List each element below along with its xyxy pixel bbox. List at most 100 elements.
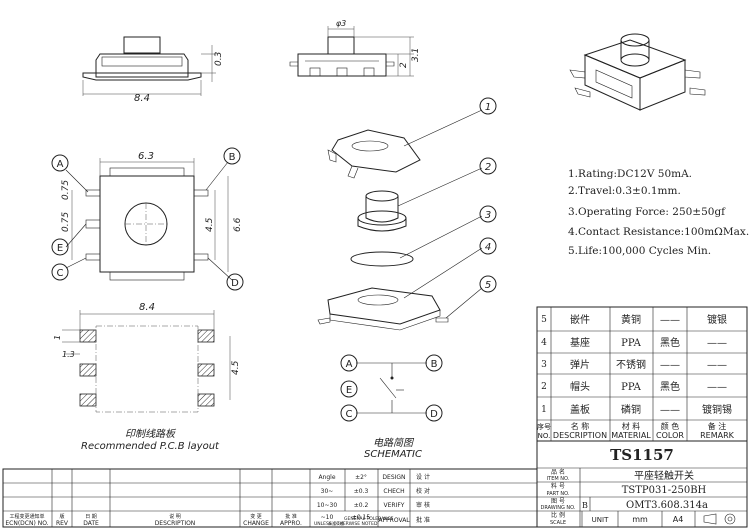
svg-text:5: 5 xyxy=(541,315,547,325)
svg-text:镀铜锡: 镀铜锡 xyxy=(702,403,732,416)
pcb-layout: 8.4 1 1.3 4.5 印制线路板 Recommended P.C.B la… xyxy=(53,302,241,452)
svg-text:1: 1 xyxy=(485,102,491,113)
tolerance-table: Angle ±2° 30~ ±0.3 10~30 ±0.2 ~10 ±0.15 … xyxy=(314,474,394,527)
svg-text:±2°: ±2° xyxy=(355,474,367,481)
isometric-view xyxy=(569,33,706,111)
svg-text:COLOR: COLOR xyxy=(656,431,684,440)
item-no-label-cn: 品 名 xyxy=(551,468,565,476)
pin-label-C: C xyxy=(51,263,69,281)
svg-text:D: D xyxy=(231,278,239,289)
dim-45: 4.5 xyxy=(205,217,215,232)
svg-text:说 明: 说 明 xyxy=(169,513,181,520)
dim-side-h2: 3.1 xyxy=(411,48,421,62)
svg-text:嵌件: 嵌件 xyxy=(570,314,590,326)
svg-text:A: A xyxy=(57,159,64,170)
svg-text:MATERIAL: MATERIAL xyxy=(611,431,651,440)
svg-text:PPA: PPA xyxy=(621,338,642,349)
dim-side-h1: 2 xyxy=(399,62,409,68)
svg-text:版: 版 xyxy=(59,513,64,520)
svg-text:黑色: 黑色 xyxy=(660,380,680,393)
svg-text:——: —— xyxy=(660,405,680,416)
svg-text:B: B xyxy=(431,359,438,370)
svg-text:设 计: 设 计 xyxy=(416,473,430,481)
dim-pcb-13: 1.3 xyxy=(62,350,75,359)
svg-text:E: E xyxy=(346,385,352,396)
svg-text:2: 2 xyxy=(541,382,547,392)
svg-text:黄铜: 黄铜 xyxy=(621,313,641,326)
pin-label-A: A xyxy=(51,154,69,172)
svg-text:C: C xyxy=(346,409,353,420)
pin-label-B: B xyxy=(223,147,241,165)
revision-strip: 工程变更通知单 ECN(DCN) NO. 版 REV 日 期 DATE 说 明 … xyxy=(2,468,538,528)
spec-item: 3.Operating Force: 250±50gf xyxy=(568,206,726,218)
dim-front-width: 8.4 xyxy=(134,93,150,104)
svg-text:3: 3 xyxy=(485,210,491,221)
svg-text:DESCRIPTION: DESCRIPTION xyxy=(553,431,607,440)
item-value: 平座轻触开关 xyxy=(634,469,694,482)
svg-text:Angle: Angle xyxy=(318,474,335,481)
pcb-caption-en: Recommended P.C.B layout xyxy=(81,441,220,452)
svg-text:UNLESS OTHERWISE NOTED: UNLESS OTHERWISE NOTED xyxy=(314,521,378,527)
drawing-no-label-cn: 图 号 xyxy=(551,498,565,505)
projection-icon xyxy=(703,513,736,525)
bom-row: 3 弹片 不锈钢 —— —— xyxy=(541,358,727,371)
balloon-2: 2 xyxy=(479,157,497,175)
svg-text:DESIGN: DESIGN xyxy=(382,474,405,481)
svg-text:A: A xyxy=(346,359,353,370)
schematic-pin-D: D xyxy=(425,404,443,422)
svg-text:10~30: 10~30 xyxy=(317,502,337,509)
svg-text:序号: 序号 xyxy=(537,422,551,431)
svg-text:批 准: 批 准 xyxy=(416,516,430,524)
sheet-size: A4 xyxy=(673,515,684,524)
spec-item: 2.Travel:0.3±0.1mm. xyxy=(568,185,681,197)
balloon-3: 3 xyxy=(479,205,497,223)
svg-text:ECN(DCN) NO.: ECN(DCN) NO. xyxy=(5,520,48,527)
svg-text:5: 5 xyxy=(485,280,491,291)
svg-text:D: D xyxy=(430,409,438,420)
svg-text:日 期: 日 期 xyxy=(85,514,97,520)
revision-header: 工程变更通知单 ECN(DCN) NO. 版 REV 日 期 DATE 说 明 … xyxy=(5,513,302,527)
bom-row: 2 帽头 PPA 黑色 —— xyxy=(541,380,727,393)
svg-text:颜 色: 颜 色 xyxy=(661,421,680,431)
drawing-no-label-en: DRAWING NO. xyxy=(541,505,576,511)
pin-label-E: E xyxy=(51,238,69,256)
svg-text:——: —— xyxy=(707,382,727,393)
part-no-label-en: PART NO. xyxy=(547,491,570,497)
svg-text:APPROVAL: APPROVAL xyxy=(378,517,410,524)
svg-text:审 核: 审 核 xyxy=(416,501,430,509)
spec-item: 4.Contact Resistance:100mΩMax. xyxy=(568,226,749,238)
title-block: TS1157 品 名 ITEM NO. 平座轻触开关 料 号 PART NO. … xyxy=(536,440,748,528)
schematic-pin-A: A xyxy=(340,354,358,372)
svg-text:盖板: 盖板 xyxy=(570,403,590,416)
bom-header: 序号 名 称 材 料 颜 色 备 注 NO. DESCRIPTION MATER… xyxy=(537,421,735,440)
schematic-caption-en: SCHEMATIC xyxy=(364,449,422,460)
dim-side-diameter: φ3 xyxy=(336,19,346,28)
svg-text:4: 4 xyxy=(541,338,547,348)
svg-text:名 称: 名 称 xyxy=(571,421,590,431)
scale-label-en: SCALE xyxy=(550,520,566,526)
side-view: φ3 2 3.1 xyxy=(289,19,421,77)
spec-item: 5.Life:100,000 Cycles Min. xyxy=(568,245,711,257)
svg-text:批 准: 批 准 xyxy=(285,513,297,520)
bom-row: 1 盖板 磷铜 —— 镀铜锡 xyxy=(541,403,732,416)
svg-text:±0.15: ±0.15 xyxy=(352,514,371,521)
svg-text:不锈钢: 不锈钢 xyxy=(616,358,646,371)
svg-text:1: 1 xyxy=(541,405,547,415)
front-view: 8.4 0.3 xyxy=(82,36,224,104)
dim-pcb-width: 8.4 xyxy=(139,302,155,313)
dim-top-width: 6.3 xyxy=(138,151,154,162)
svg-text:2: 2 xyxy=(485,162,491,173)
svg-text:——: —— xyxy=(707,360,727,371)
svg-text:REV: REV xyxy=(56,520,69,527)
svg-text:——: —— xyxy=(707,338,727,349)
svg-text:GENERAL TOLERANCE: GENERAL TOLERANCE xyxy=(344,516,394,522)
unit-value: mm xyxy=(632,515,648,524)
part-no-label-cn: 料 号 xyxy=(551,482,565,490)
svg-text:弹片: 弹片 xyxy=(570,358,590,371)
svg-text:CHANGE: CHANGE xyxy=(243,520,269,527)
schematic-pin-C: C xyxy=(340,404,358,422)
svg-text:C: C xyxy=(57,268,64,279)
part-name: TS1157 xyxy=(610,446,674,464)
svg-text:基座: 基座 xyxy=(570,336,590,349)
